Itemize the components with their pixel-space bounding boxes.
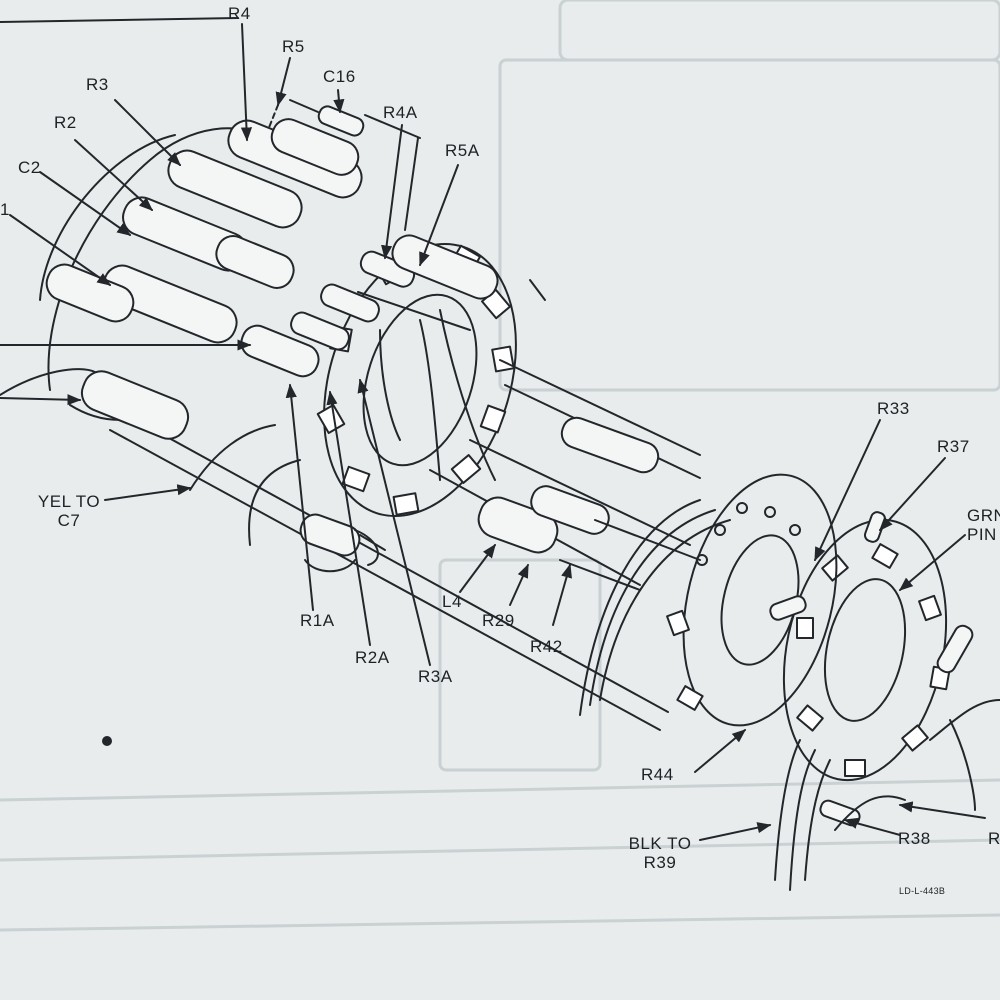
label-r5: R5	[282, 37, 305, 56]
label-blk-line1: BLK TO	[628, 834, 692, 853]
label-r33: R33	[877, 399, 910, 418]
leader-lines	[0, 23, 986, 841]
label-r4: R4	[228, 4, 251, 23]
label-grn-line1: GRN	[967, 506, 1000, 525]
wiring-harness	[0, 309, 1000, 891]
resistor-bank	[45, 105, 974, 827]
label-r5a: R5A	[445, 141, 480, 160]
label-grn-pin: GRN PIN	[967, 506, 1000, 544]
label-r44: R44	[641, 765, 674, 784]
ink-dot	[102, 736, 112, 746]
label-r3a: R3A	[418, 667, 453, 686]
label-yel-line2: C7	[57, 511, 81, 530]
label-grn-line2: PIN	[967, 525, 997, 544]
label-r37: R37	[937, 437, 970, 456]
label-r2: R2	[54, 113, 77, 132]
right-terminal-disc-rear	[666, 473, 838, 727]
label-yel-line1: YEL TO	[37, 492, 101, 511]
label-c16: C16	[323, 67, 356, 86]
label-r1a: R1A	[300, 611, 335, 630]
label-r38: R38	[898, 829, 931, 848]
label-r4a: R4A	[383, 103, 418, 122]
label-l4: L4	[442, 592, 462, 611]
right-terminal-disc-front	[782, 518, 951, 782]
label-r2a: R2A	[355, 648, 390, 667]
top-leader-line	[0, 17, 239, 23]
label-blk-to-r39: BLK TO R39	[620, 834, 700, 872]
label-blk-line2: R39	[643, 853, 677, 872]
label-r3: R3	[86, 75, 109, 94]
chassis-rods	[109, 359, 701, 731]
drawing-code: LD-L-443B	[899, 886, 946, 896]
label-yel-to-c7: YEL TO C7	[26, 492, 112, 530]
component-leads	[289, 99, 701, 591]
label-r1: 1	[0, 200, 10, 219]
background-form-lines	[0, 0, 1000, 932]
label-r29: R29	[482, 611, 515, 630]
label-c2: C2	[18, 158, 41, 177]
label-r42: R42	[530, 637, 563, 656]
label-r-edge: R	[988, 829, 1000, 848]
